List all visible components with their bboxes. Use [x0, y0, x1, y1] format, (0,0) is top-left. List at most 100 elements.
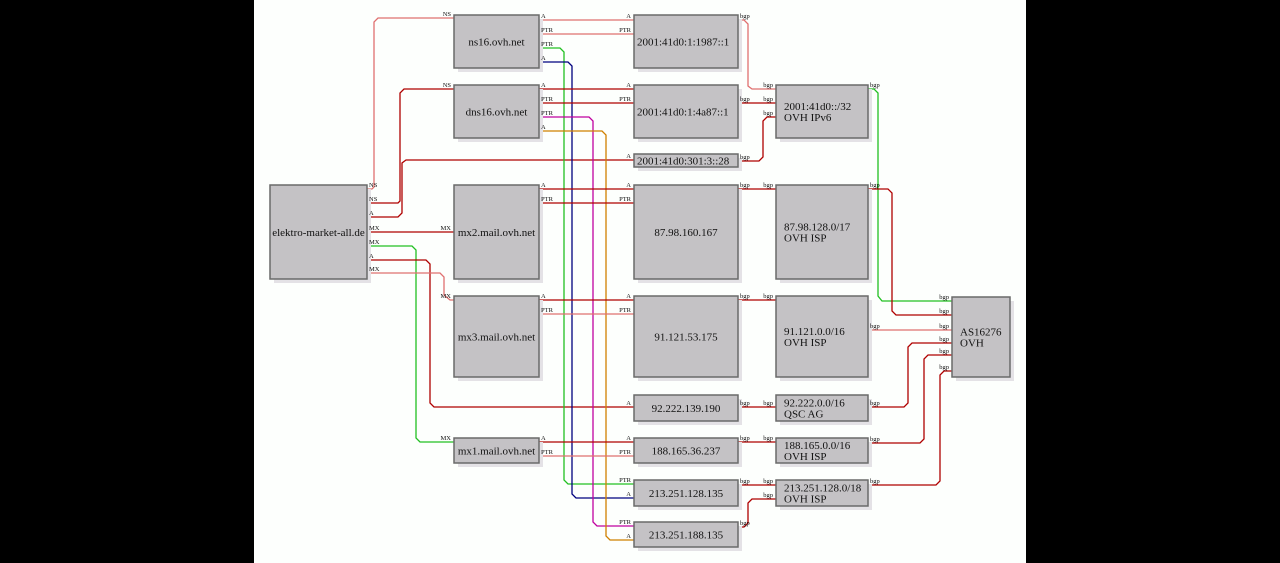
edge-label-from: bgp [740, 182, 750, 189]
node-box [775, 184, 869, 280]
edge-label-from: MX [369, 239, 380, 246]
edge-label-to: MX [441, 225, 452, 232]
node-label: 2001:41d0:301:3::28 [637, 156, 730, 168]
edge-label-to: MX [441, 435, 452, 442]
edge-label-from: bgp [740, 13, 750, 20]
edge-label-from: bgp [740, 293, 750, 300]
edge-label-to: A [626, 400, 631, 407]
edge-label-from: NS [369, 196, 378, 203]
node-label: dns16.ovh.net [466, 107, 528, 119]
edge-ip213b-pfx213 [738, 498, 776, 528]
edge-label-from: bgp [740, 435, 750, 442]
node-ip87[interactable]: 87.98.160.167 [633, 184, 742, 283]
node-mx1[interactable]: mx1.mail.ovh.net [453, 437, 543, 467]
node-label: OVH IPv6 [784, 112, 832, 124]
edges-layer [367, 17, 952, 541]
diagram-canvas: elektro-market-all.de ns16.ovh.net dns16.o… [254, 0, 1026, 563]
node-label: ns16.ovh.net [468, 37, 524, 49]
node-label: mx3.mail.ovh.net [458, 332, 535, 344]
edge-label-from: A [541, 55, 546, 62]
edge-label-from: bgp [740, 478, 750, 485]
node-box [633, 479, 739, 507]
node-box [775, 84, 869, 139]
node-ns16[interactable]: ns16.ovh.net [453, 14, 543, 72]
edge-label-from: bgp [870, 478, 880, 485]
edge-label-to: bgp [763, 96, 773, 103]
node-ip188[interactable]: 188.165.36.237 [633, 437, 742, 467]
edge-pfx213-as [868, 370, 952, 486]
node-box [633, 184, 739, 280]
node-label: AS16276 [960, 327, 1002, 339]
edge-pfx6-as [868, 88, 952, 302]
node-label: 188.165.0.0/16 [784, 440, 851, 452]
edge-label-from: A [541, 82, 546, 89]
edge-label-from: bgp [740, 154, 750, 161]
node-box [775, 295, 869, 378]
edge-label-from: PTR [541, 41, 554, 48]
node-label: 87.98.128.0/17 [784, 222, 851, 234]
node-label: elektro-market-all.de [272, 227, 365, 239]
node-mx3[interactable]: mx3.mail.ovh.net [453, 295, 543, 381]
edge-label-from: PTR [541, 449, 554, 456]
edge-label-to: bgp [939, 348, 949, 355]
edge-label-from: A [541, 13, 546, 20]
edge-domain-dns16 [367, 88, 454, 204]
edge-label-to: A [626, 182, 631, 189]
node-box [633, 394, 739, 422]
edge-label-from: bgp [740, 400, 750, 407]
edge-domain-ip92 [367, 259, 634, 408]
node-ip91[interactable]: 91.121.53.175 [633, 295, 742, 381]
edge-label-from: A [541, 293, 546, 300]
edge-label-to: PTR [619, 449, 632, 456]
edge-label-to: PTR [619, 196, 632, 203]
edge-label-from: NS [369, 182, 378, 189]
node-ip213a[interactable]: 213.251.128.135 [633, 479, 742, 510]
node-label: 92.222.0.0/16 [784, 398, 845, 410]
node-label: mx2.mail.ovh.net [458, 227, 535, 239]
edge-label-from: bgp [870, 323, 880, 330]
edge-ns16-ip213a [539, 47, 634, 485]
node-box [633, 295, 739, 378]
node-label: mx1.mail.ovh.net [458, 446, 535, 458]
node-mx2[interactable]: mx2.mail.ovh.net [453, 184, 543, 283]
edge-label-to: bgp [939, 294, 949, 301]
edge-label-from: bgp [870, 82, 880, 89]
edge-label-from: MX [369, 225, 380, 232]
edge-label-from: PTR [541, 196, 554, 203]
node-ip6a[interactable]: 2001:41d0:1:1987::1 [633, 14, 742, 72]
edge-domain-mx1 [367, 245, 454, 443]
edge-label-to: PTR [619, 307, 632, 314]
node-label: 91.121.0.0/16 [784, 326, 845, 338]
node-dns16[interactable]: dns16.ovh.net [453, 84, 543, 142]
edge-label-to: A [626, 533, 631, 540]
edge-domain-ip6c [367, 159, 634, 218]
node-ip6c[interactable]: 2001:41d0:301:3::28 [633, 153, 742, 171]
node-label: 2001:41d0:1:1987::1 [637, 37, 729, 49]
node-box [453, 84, 540, 139]
edge-label-to: A [626, 153, 631, 160]
node-ip6b[interactable]: 2001:41d0:1:4a87::1 [633, 84, 742, 142]
node-ip213b[interactable]: 213.251.188.135 [633, 521, 742, 551]
node-label: OVH ISP [784, 233, 826, 245]
edge-label-from: bgp [870, 400, 880, 407]
node-label: 87.98.160.167 [654, 227, 718, 239]
node-box [453, 14, 540, 69]
node-domain[interactable]: elektro-market-all.de [269, 184, 371, 283]
node-box [633, 84, 739, 139]
edge-label-from: MX [369, 266, 380, 273]
node-ip92[interactable]: 92.222.139.190 [633, 394, 742, 425]
edge-label-to: A [626, 293, 631, 300]
edge-label-to: A [626, 82, 631, 89]
node-box [633, 437, 739, 464]
edge-dns16-ip213b [539, 130, 634, 541]
edge-label-from: PTR [541, 110, 554, 117]
edge-label-from: bgp [870, 182, 880, 189]
edge-label-from: A [541, 124, 546, 131]
